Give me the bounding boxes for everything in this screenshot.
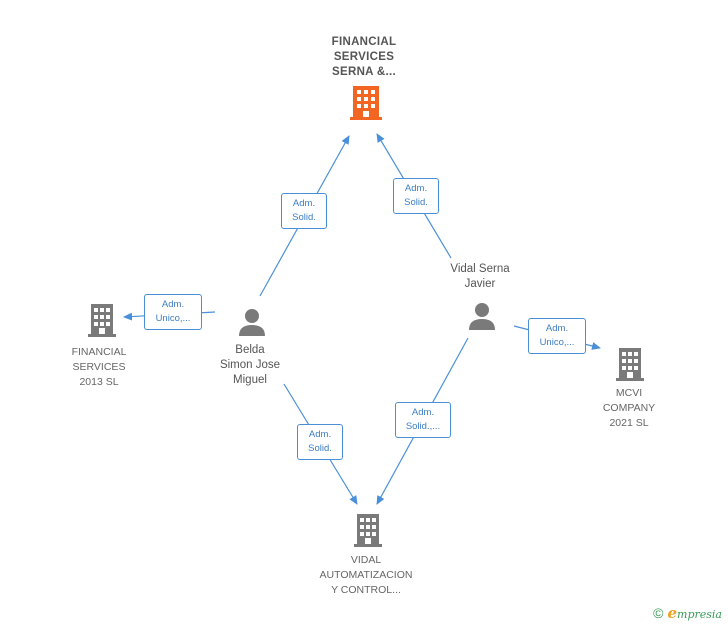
edge-label-vidal-main[interactable]: Adm. Solid.: [393, 178, 439, 214]
label-line: COMPANY: [602, 402, 656, 414]
label-line: Miguel: [233, 374, 267, 386]
label-line: Adm.: [292, 198, 316, 209]
company-label-mcvi[interactable]: MCVI COMPANY 2021 SL: [579, 386, 679, 431]
label-line: SERNA &...: [332, 66, 396, 78]
label-line: Adm.: [308, 429, 332, 440]
label-line: Unico,...: [155, 313, 191, 324]
label-line: Solid.: [404, 197, 428, 208]
label-line: Solid.: [308, 443, 332, 454]
person-icon[interactable]: [239, 309, 265, 336]
label-line: Adm.: [161, 299, 185, 310]
label-line: Adm.: [411, 407, 435, 418]
label-line: Y CONTROL...: [331, 584, 401, 596]
label-line: AUTOMATIZACION: [319, 569, 413, 581]
label-line: Vidal Serna: [450, 263, 510, 275]
label-line: 2021 SL: [609, 417, 649, 429]
edge-label-vidal-auto[interactable]: Adm. Solid.,...: [395, 402, 451, 438]
label-line: Solid.: [292, 212, 316, 223]
building-icon[interactable]: [350, 86, 382, 120]
building-icon[interactable]: [616, 348, 644, 381]
brand-initial: e: [667, 604, 678, 622]
label-line: Adm.: [404, 183, 428, 194]
person-icon[interactable]: [469, 303, 495, 330]
company-label-vidal-auto[interactable]: VIDAL AUTOMATIZACION Y CONTROL...: [306, 553, 426, 598]
edge-label-belda-main[interactable]: Adm. Solid.: [281, 193, 327, 229]
label-line: Javier: [464, 278, 496, 290]
edge-label-vidal-mcvi[interactable]: Adm. Unico,...: [528, 318, 586, 354]
label-line: 2013 SL: [79, 376, 119, 388]
label-line: MCVI: [615, 387, 643, 399]
footer-brand: © empresia: [653, 604, 722, 622]
copyright-icon: ©: [653, 605, 664, 621]
edge-label-belda-fs2013[interactable]: Adm. Unico,...: [144, 294, 202, 330]
label-line: Simon Jose: [219, 359, 281, 371]
brand-logo[interactable]: empresia: [667, 604, 722, 622]
label-line: FINANCIAL: [71, 346, 127, 358]
company-label-fs2013[interactable]: FINANCIAL SERVICES 2013 SL: [49, 345, 149, 390]
label-line: SERVICES: [333, 51, 395, 63]
person-label-vidal[interactable]: Vidal Serna Javier: [430, 262, 530, 292]
label-line: Belda: [235, 344, 265, 356]
person-label-belda[interactable]: Belda Simon Jose Miguel: [200, 343, 300, 388]
label-line: SERVICES: [72, 361, 126, 373]
edge-label-belda-auto[interactable]: Adm. Solid.: [297, 424, 343, 460]
company-label-main[interactable]: FINANCIAL SERVICES SERNA &...: [304, 35, 424, 80]
brand-name: mpresia: [677, 608, 722, 621]
label-line: Unico,...: [539, 337, 575, 348]
label-line: FINANCIAL: [331, 36, 397, 48]
label-line: Solid.,...: [405, 421, 441, 432]
building-icon[interactable]: [88, 304, 116, 337]
label-line: Adm.: [545, 323, 569, 334]
label-line: VIDAL: [350, 554, 382, 566]
building-icon[interactable]: [354, 514, 382, 547]
